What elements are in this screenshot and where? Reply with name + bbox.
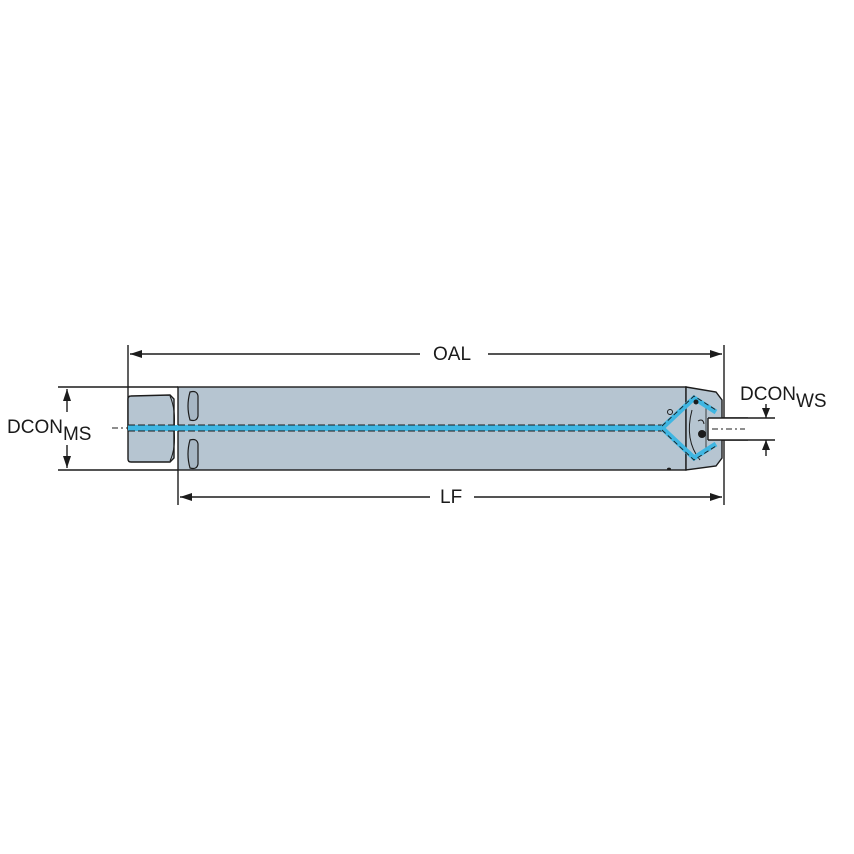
- small-mark: [667, 467, 671, 471]
- slot-lower: [187, 438, 199, 470]
- workpiece-bore: [707, 417, 748, 441]
- oal-label-text: OAL: [433, 344, 472, 365]
- oal-label: OAL: [433, 345, 471, 364]
- coolant-channel: [128, 394, 718, 462]
- dcon-ms-sub-text: MS: [62, 424, 92, 445]
- insert-details: [667, 399, 706, 438]
- dcon-ms-main-text: DCON: [7, 417, 63, 438]
- lf-label-text: LF: [440, 487, 463, 508]
- lf-dimension-line: [180, 493, 722, 501]
- dcon-ms-label: DCONMS: [7, 417, 91, 444]
- lf-label: LF: [440, 488, 462, 507]
- dcon-ws-label: DCONWS: [740, 384, 827, 411]
- slot-upper: [187, 390, 199, 422]
- dcon-ws-dimension-line: [762, 404, 770, 456]
- screw-icon: [698, 430, 706, 438]
- oal-dimension-line: [130, 350, 722, 358]
- dcon-ws-sub-text: WS: [795, 391, 827, 412]
- dcon-ws-main-text: DCON: [740, 384, 796, 405]
- dcon-ms-dimension-line: [63, 389, 71, 468]
